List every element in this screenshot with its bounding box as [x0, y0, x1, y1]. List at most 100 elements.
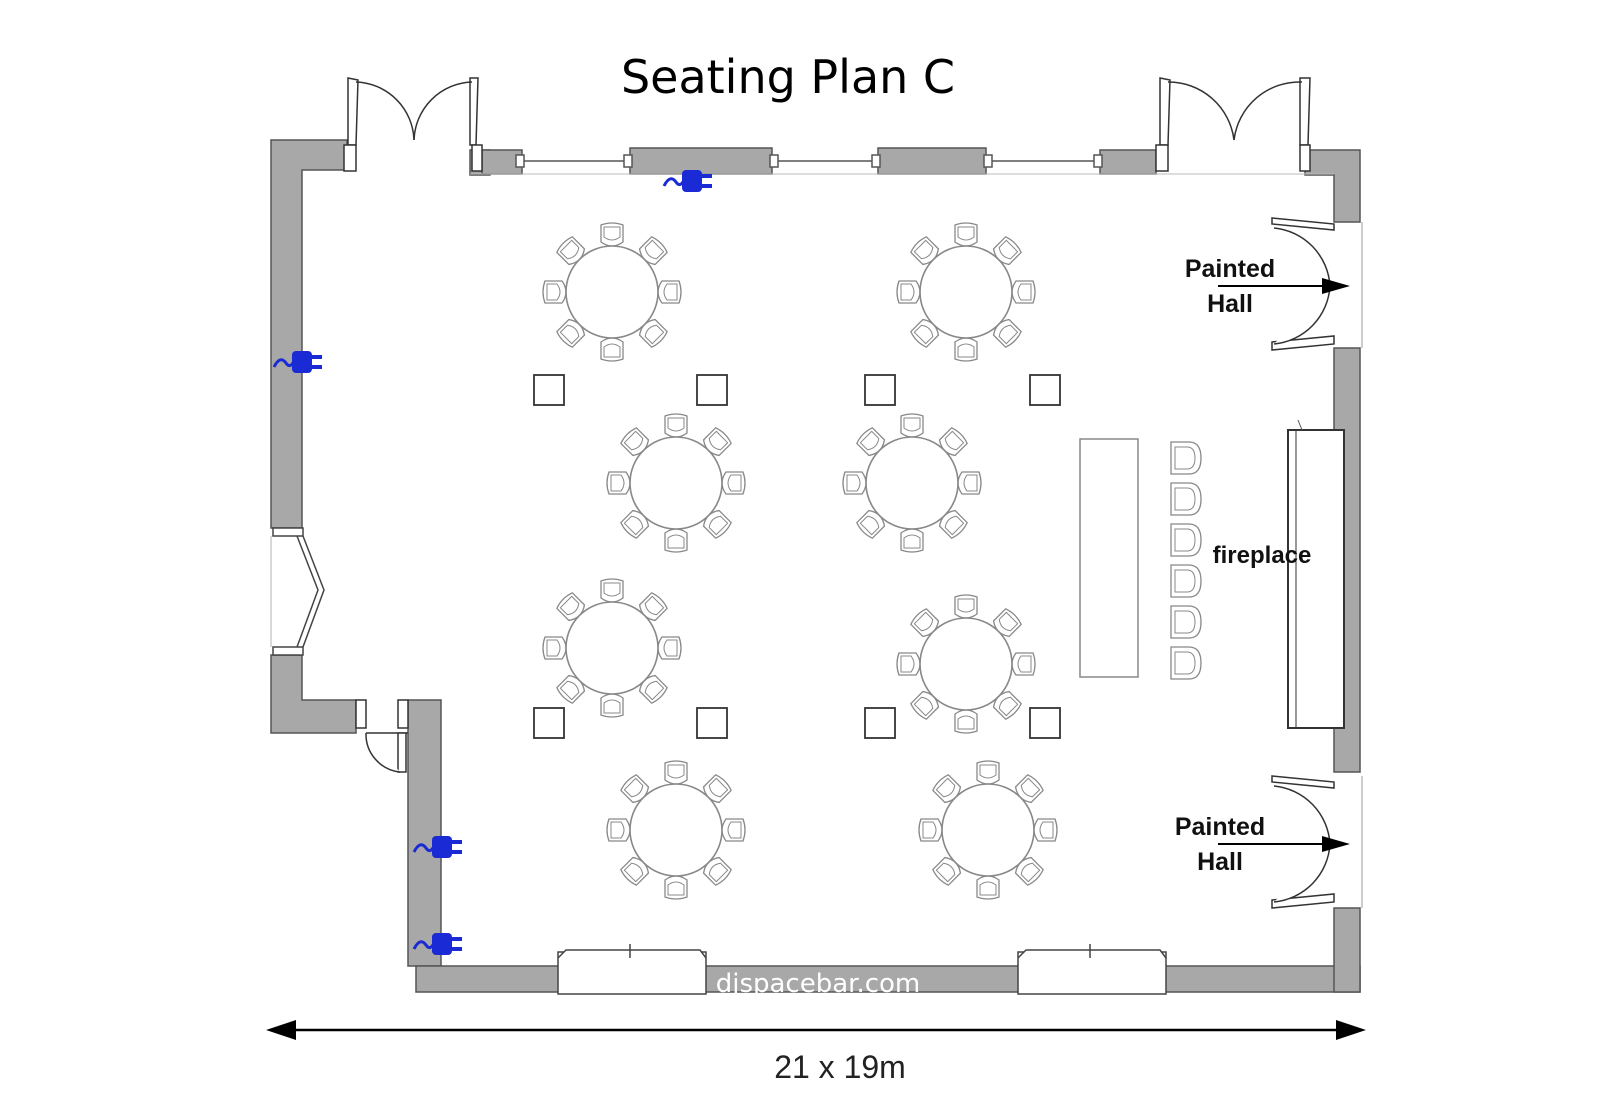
top-windows	[470, 147, 1334, 175]
painted-hall-top-line1: Painted	[1185, 255, 1275, 283]
chair	[954, 337, 978, 362]
watermark: djspacebar.com	[716, 969, 921, 999]
chair	[657, 636, 682, 660]
chair	[556, 592, 586, 622]
chair	[664, 413, 688, 438]
chair	[664, 760, 688, 785]
cocktail-table	[864, 374, 896, 406]
chair	[721, 471, 746, 495]
chair	[600, 578, 624, 603]
chair	[1011, 652, 1036, 676]
round-table	[918, 760, 1058, 900]
chair	[856, 427, 886, 457]
chair	[702, 509, 732, 539]
chair	[992, 690, 1022, 720]
chair	[721, 818, 746, 842]
chair	[1170, 441, 1202, 475]
cocktail-table	[864, 707, 896, 739]
door-right-top	[1271, 217, 1363, 351]
round-table	[542, 578, 682, 718]
door-corridor	[355, 699, 409, 773]
cocktail-table	[1029, 374, 1061, 406]
fireplace-label: fireplace	[1213, 542, 1312, 569]
chair	[664, 875, 688, 900]
chair	[1170, 523, 1202, 557]
bottom-windows	[557, 944, 1167, 995]
chair	[918, 818, 943, 842]
cocktail-table	[696, 707, 728, 739]
chair	[620, 856, 650, 886]
arrows	[1218, 278, 1350, 852]
chair	[664, 528, 688, 553]
cocktail-table	[1029, 707, 1061, 739]
window-sill-2	[629, 147, 773, 175]
power-socket-icon	[662, 170, 712, 192]
door-top-right	[1155, 77, 1311, 172]
cocktail-table	[696, 374, 728, 406]
chair	[600, 337, 624, 362]
chair	[900, 528, 924, 553]
chair	[600, 693, 624, 718]
wall-left-upper	[270, 139, 348, 529]
window-sill-3	[877, 147, 987, 175]
chair	[954, 709, 978, 734]
chair	[606, 818, 631, 842]
wall-right-bottom	[1333, 907, 1361, 993]
cocktail-table	[533, 707, 565, 739]
power-socket-icon	[272, 351, 322, 373]
chair	[542, 636, 567, 660]
chair	[976, 875, 1000, 900]
fireplace	[1287, 419, 1345, 729]
chair	[957, 471, 982, 495]
top-table-chairs	[1170, 441, 1202, 680]
window-sill-4	[1099, 149, 1157, 175]
chair	[1170, 646, 1202, 680]
chair	[606, 471, 631, 495]
dimension-arrow	[266, 1020, 1366, 1040]
power-socket-icon	[412, 836, 462, 858]
chair	[1014, 774, 1044, 804]
power-sockets	[272, 170, 712, 955]
chair	[1170, 482, 1202, 516]
square-tables	[533, 374, 1061, 739]
chair	[1033, 818, 1058, 842]
wall-left-lower	[270, 654, 357, 734]
round-table	[896, 222, 1036, 362]
door-top-left	[343, 77, 483, 172]
round-tables	[542, 222, 1058, 900]
chair	[954, 222, 978, 247]
painted-hall-bottom-line1: Painted	[1175, 813, 1265, 841]
chair	[842, 471, 867, 495]
chair	[702, 774, 732, 804]
chair	[856, 509, 886, 539]
chair	[954, 594, 978, 619]
chair	[1011, 280, 1036, 304]
chair	[600, 222, 624, 247]
round-table	[606, 413, 746, 553]
wall-corridor	[407, 699, 442, 967]
chair	[976, 760, 1000, 785]
top-table	[1079, 438, 1139, 678]
chair	[620, 774, 650, 804]
chair	[896, 652, 921, 676]
wall-right-top	[1304, 149, 1361, 223]
round-table	[842, 413, 982, 553]
dimensions-label: 21 x 19m	[774, 1049, 906, 1085]
chair	[1170, 564, 1202, 598]
chair	[556, 236, 586, 266]
chair	[542, 280, 567, 304]
round-table	[542, 222, 682, 362]
power-socket-icon	[412, 933, 462, 955]
painted-hall-bottom-line2: Hall	[1197, 848, 1243, 876]
round-table	[896, 594, 1036, 734]
painted-hall-top-line2: Hall	[1207, 290, 1253, 318]
chair	[900, 413, 924, 438]
left-bay-window	[270, 527, 325, 656]
cocktail-table	[533, 374, 565, 406]
chair	[896, 280, 921, 304]
plan-title: Seating Plan C	[621, 50, 955, 104]
round-table	[606, 760, 746, 900]
chair	[657, 280, 682, 304]
door-right-bottom	[1271, 775, 1363, 909]
